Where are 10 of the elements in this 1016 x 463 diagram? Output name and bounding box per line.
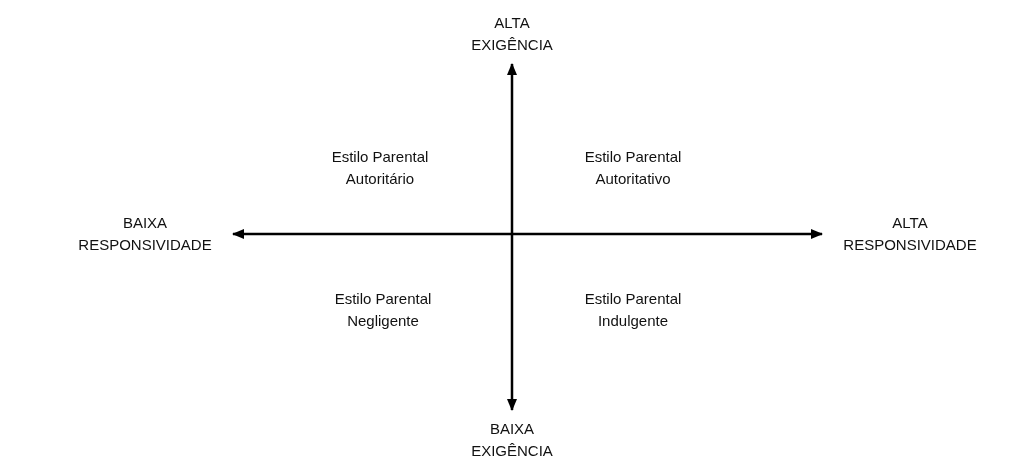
axis-label: BAIXA RESPONSIVIDADE: [77, 213, 213, 255]
quadrant-label: Estilo Parental Autoritário: [330, 147, 430, 189]
quadrant-label: Estilo Parental Negligente: [333, 289, 433, 331]
quadrant-label: Estilo Parental Autoritativo: [583, 147, 683, 189]
axis-arrow: [232, 229, 823, 239]
quadrant-label: Estilo Parental Indulgente: [583, 289, 683, 331]
axis-label: ALTA RESPONSIVIDADE: [842, 213, 978, 255]
axis-label: BAIXA EXIGÊNCIA: [470, 419, 554, 461]
axis-label: ALTA EXIGÊNCIA: [470, 13, 554, 55]
axis-arrow: [507, 63, 517, 411]
